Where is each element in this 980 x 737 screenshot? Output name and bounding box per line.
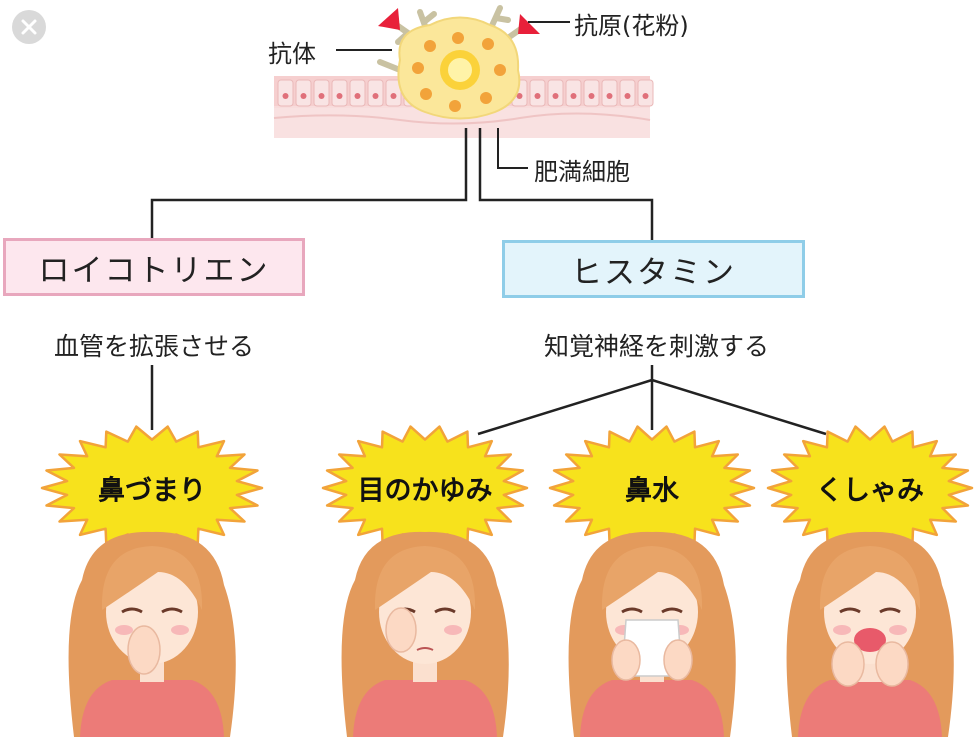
symptom-itchy-eyes: 目のかゆみ — [357, 475, 493, 507]
woman-3 — [786, 531, 954, 737]
label-lines — [336, 21, 570, 169]
nerve-stimulation-text: 知覚神経を刺激する — [540, 327, 774, 363]
histamine-box: ヒスタミン — [502, 240, 805, 298]
burst-1 — [321, 425, 529, 551]
woman-2 — [568, 531, 736, 737]
burst-2 — [548, 425, 756, 551]
symptom-bursts — [40, 425, 974, 551]
mast-cell — [397, 16, 521, 120]
leukotriene-box: ロイコトリエン — [3, 238, 305, 296]
mast-cell-label: 肥満細胞 — [534, 158, 630, 186]
symptom-runny-nose: 鼻水 — [625, 475, 679, 507]
close-icon — [21, 19, 37, 35]
women-illustrations — [68, 531, 954, 737]
histamine-label: ヒスタミン — [571, 254, 736, 291]
symptom-nasal-congestion: 鼻づまり — [98, 475, 206, 507]
leukotriene-label: ロイコトリエン — [38, 252, 270, 289]
vasodilation-text: 血管を拡張させる — [50, 327, 259, 363]
burst-0 — [40, 425, 264, 551]
symptom-sneezing: くしゃみ — [816, 475, 924, 507]
close-button[interactable] — [12, 10, 46, 44]
antigen-triangles — [378, 8, 540, 34]
connector-lines — [150, 128, 827, 436]
antibody-label: 抗体 — [268, 40, 316, 68]
antigen-label: 抗原(花粉) — [574, 12, 689, 40]
woman-0 — [68, 531, 236, 737]
burst-3 — [766, 425, 974, 551]
woman-1 — [341, 531, 509, 737]
